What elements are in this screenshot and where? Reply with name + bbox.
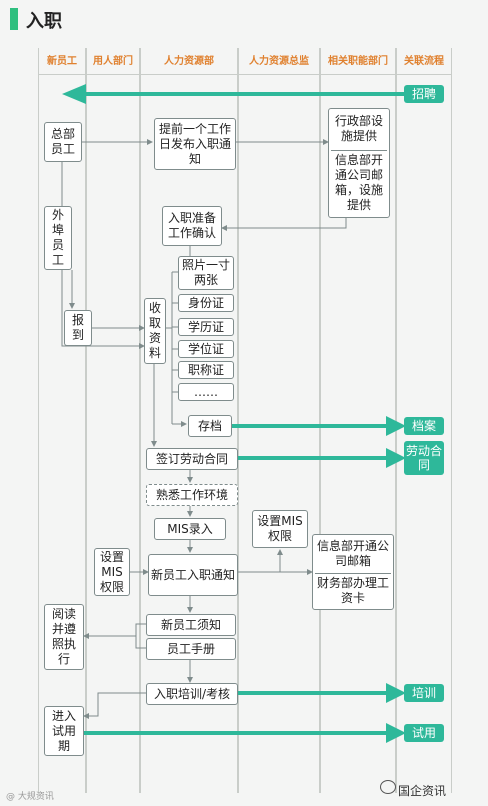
box-archive: 存档 [188, 415, 232, 437]
box-report-in: 报到 [64, 310, 92, 346]
box-publish-notice: 提前一个工作日发布入职通知 [154, 118, 236, 170]
page-title: 入职 [26, 11, 62, 32]
watermark-text: @ 大规资讯 [6, 792, 54, 802]
box-new-employee-guide: 新员工须知 [146, 614, 236, 636]
lane-hiring-dept [86, 48, 140, 793]
lane-new-employee [38, 48, 86, 793]
column-header: 相关职能部门 [328, 56, 388, 67]
box-it-open-email: 信息部开通公司邮箱 [315, 537, 391, 571]
box-admin-facility: 行政部设施提供 [331, 111, 387, 147]
box-finance-salary-card: 财务部办理工资卡 [315, 573, 391, 607]
wechat-icon [380, 780, 396, 794]
box-employee-handbook: 员工手册 [146, 638, 236, 660]
box-photo: 照片一寸两张 [178, 256, 234, 290]
column-header: 人力资源总监 [249, 56, 309, 67]
box-enter-probation: 进入试用期 [44, 706, 84, 756]
box-more-docs: …… [178, 383, 234, 401]
column-header: 用人部门 [93, 56, 133, 67]
link-probation[interactable]: 试用 [404, 724, 444, 742]
box-it-email-facility: 信息部开通公司邮箱，设施提供 [331, 150, 387, 214]
box-degree: 学位证 [178, 340, 234, 358]
column-header: 人力资源部 [164, 56, 214, 67]
box-familiarize: 熟悉工作环境 [146, 484, 238, 506]
column-header: 新员工 [47, 56, 77, 67]
box-prep-confirm: 入职准备工作确认 [162, 206, 222, 246]
box-set-mis-permission-hr: 设置MIS权限 [252, 510, 308, 548]
box-training-assessment: 入职培训/考核 [146, 683, 238, 705]
header-divider [38, 74, 452, 75]
link-recruitment[interactable]: 招聘 [404, 85, 444, 103]
box-mis-entry: MIS录入 [154, 518, 226, 540]
box-collect-docs: 收取资料 [144, 298, 166, 364]
link-training[interactable]: 培训 [404, 684, 444, 702]
lane-hr [140, 48, 238, 793]
box-remote-employee: 外埠员工 [44, 206, 72, 270]
box-diploma: 学历证 [178, 318, 234, 336]
box-set-mis-permission-dept: 设置MIS权限 [94, 548, 130, 596]
column-header: 关联流程 [404, 56, 444, 67]
lane-hr-director [238, 48, 320, 793]
box-read-and-follow: 阅读并遵照执行 [44, 604, 84, 670]
source-label: 国企资讯 [398, 784, 447, 798]
link-labor-contract[interactable]: 劳动合同 [404, 441, 444, 475]
box-title-cert: 职称证 [178, 361, 234, 379]
box-id-card: 身份证 [178, 294, 234, 312]
link-archive[interactable]: 档案 [404, 417, 444, 435]
box-hq-employee: 总部员工 [44, 122, 82, 162]
title-accent-bar [10, 8, 18, 30]
box-sign-contract: 签订劳动合同 [146, 448, 238, 470]
box-entry-notice: 新员工入职通知 [148, 554, 238, 596]
